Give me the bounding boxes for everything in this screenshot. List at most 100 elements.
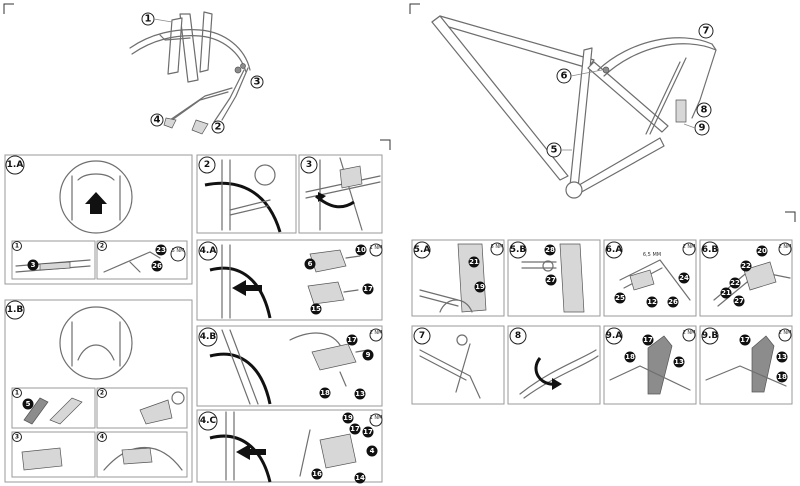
part-13: 13 (673, 356, 685, 368)
step-9a-panel: 9.A 17 18 13 2 NM (603, 325, 697, 405)
svg-text:23: 23 (156, 246, 166, 254)
step-1b-panel: 1.B 1 2 3 4 5 (4, 299, 193, 483)
svg-text:3: 3 (15, 434, 19, 441)
part-27: 27 (545, 274, 557, 286)
part-26: 26 (667, 296, 679, 308)
svg-text:9: 9 (366, 351, 371, 359)
part-23: 23 (155, 244, 167, 256)
step-5b-panel: 5.B 28 27 (507, 239, 601, 317)
svg-text:13: 13 (674, 358, 684, 366)
torque-badge-1a: 5 NM (170, 246, 186, 262)
step-4c-panel: 4.C 19 17 17 4 16 14 (196, 409, 383, 484)
svg-text:1: 1 (15, 390, 19, 397)
part-17: 17 (739, 334, 751, 346)
part-26: 26 (151, 260, 163, 272)
callout-1: 1 (141, 12, 155, 26)
step-label-5b: 5.B (509, 241, 527, 259)
part-17: 17 (362, 283, 374, 295)
svg-text:17: 17 (363, 428, 373, 436)
callout-8: 8 (696, 102, 712, 118)
svg-text:9: 9 (699, 123, 706, 134)
part-18: 18 (624, 351, 636, 363)
svg-text:5 NM: 5 NM (491, 244, 504, 250)
part-9: 9 (362, 349, 374, 361)
svg-text:1.A: 1.A (7, 160, 24, 170)
svg-text:4: 4 (100, 434, 104, 441)
svg-text:13: 13 (777, 353, 787, 361)
step-4a-panel: 4.A 6 10 17 15 1 NM (196, 239, 383, 321)
svg-text:2 NM: 2 NM (683, 330, 696, 336)
step-label-4c: 4.C (198, 411, 218, 431)
part-19: 19 (342, 412, 354, 424)
svg-text:16: 16 (312, 470, 322, 478)
torque-badge-4a: 1 NM (369, 243, 383, 257)
crop-marks (3, 3, 796, 222)
part-27: 27 (733, 295, 745, 307)
part-17-b: 17 (362, 426, 374, 438)
substep-label-1a-1: 1 (12, 241, 22, 251)
part-18: 18 (319, 387, 331, 399)
step-label-5a: 5.A (413, 241, 431, 259)
torque-badge-6a: 2 NM (682, 242, 696, 256)
step-8-panel: 8 (507, 325, 601, 405)
svg-text:17: 17 (347, 336, 357, 344)
svg-text:1: 1 (145, 14, 152, 25)
substep-label-1b-2: 2 (97, 388, 107, 398)
svg-text:18: 18 (320, 389, 330, 397)
svg-text:2 NM: 2 NM (683, 244, 696, 250)
front-fender-overview: 1 3 4 2 (129, 11, 264, 135)
part-17: 17 (346, 334, 358, 346)
svg-text:24: 24 (679, 274, 689, 282)
step-label-1a: 1.A (5, 155, 25, 175)
torque-badge-9a: 2 NM (682, 328, 696, 342)
step-2-panel: 2 (196, 154, 297, 234)
part-20: 20 (756, 245, 768, 257)
svg-text:19: 19 (343, 414, 353, 422)
svg-text:1 NM: 1 NM (370, 245, 383, 251)
part-12: 12 (646, 296, 658, 308)
svg-text:2 NM: 2 NM (779, 330, 792, 336)
svg-text:3: 3 (31, 261, 36, 269)
step-label-6a: 6.A (605, 241, 623, 259)
part-19: 19 (474, 281, 486, 293)
callout-6: 6 (556, 68, 572, 84)
svg-text:6,5 MM: 6,5 MM (643, 252, 661, 258)
svg-text:5.B: 5.B (510, 245, 527, 255)
svg-text:25: 25 (615, 294, 625, 302)
svg-text:12: 12 (647, 298, 657, 306)
svg-text:7: 7 (419, 331, 425, 341)
callout-4: 4 (150, 113, 164, 127)
svg-text:17: 17 (740, 336, 750, 344)
svg-text:6: 6 (561, 71, 568, 82)
svg-text:3: 3 (306, 160, 312, 170)
substep-label-1b-3: 3 (12, 432, 22, 442)
torque-badge-4b: 2 NM (369, 328, 383, 342)
step-label-9a: 9.A (605, 327, 623, 345)
svg-text:26: 26 (152, 262, 162, 270)
svg-text:26: 26 (668, 298, 678, 306)
part-22-b: 22 (729, 277, 741, 289)
callout-2: 2 (211, 120, 225, 134)
torque-badge-4c: 1 NM (369, 413, 383, 427)
step-7-panel: 7 (411, 325, 505, 405)
rear-fender-overview: 7 6 8 9 5 (431, 15, 717, 199)
svg-text:17: 17 (350, 425, 360, 433)
part-18: 18 (776, 371, 788, 383)
step-label-3: 3 (300, 156, 318, 174)
svg-text:6.A: 6.A (606, 245, 623, 255)
svg-text:4.A: 4.A (200, 246, 217, 256)
svg-text:9.B: 9.B (702, 331, 719, 341)
step-label-6b: 6.B (701, 241, 719, 259)
svg-text:22: 22 (741, 262, 751, 270)
step-label-9b: 9.B (701, 327, 719, 345)
substep-label-1b-4: 4 (97, 432, 107, 442)
step-label-4a: 4.A (198, 241, 218, 261)
svg-text:9.A: 9.A (606, 331, 623, 341)
step-label-7: 7 (413, 327, 431, 345)
svg-text:4: 4 (154, 115, 161, 126)
torque-badge-9b: 2 NM (778, 328, 792, 342)
torque-badge-5a: 5 NM (490, 242, 504, 256)
callout-9: 9 (694, 120, 710, 136)
svg-text:21: 21 (469, 258, 479, 266)
